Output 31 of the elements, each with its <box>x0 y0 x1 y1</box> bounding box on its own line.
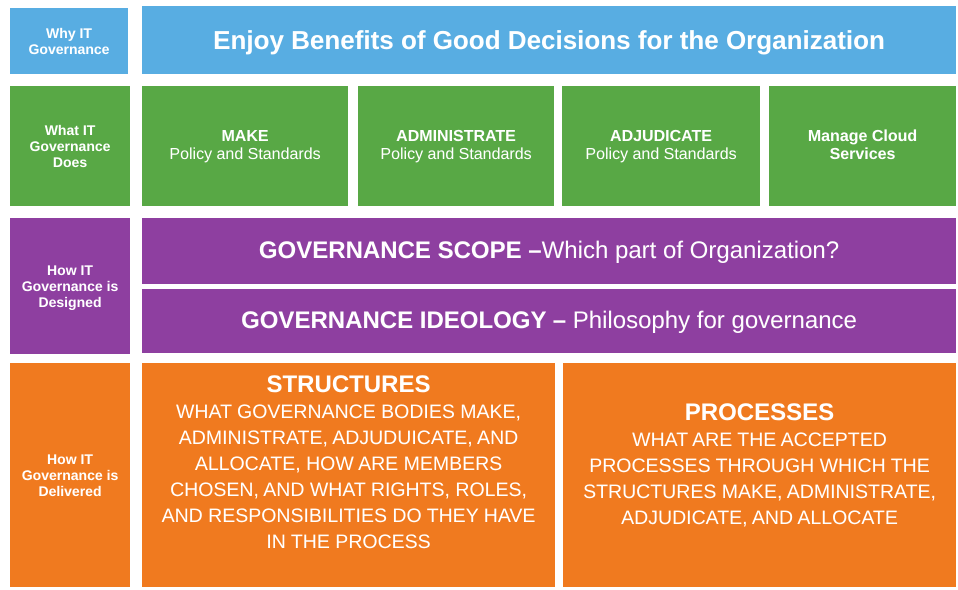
section-heading: PROCESSES <box>684 399 834 427</box>
function-box <box>140 84 350 208</box>
function-heading: ADMINISTRATE <box>395 128 517 146</box>
function-box <box>560 84 762 208</box>
band-text: GOVERNANCE SCOPE –Which part of Organization? <box>258 237 840 265</box>
section-heading: STRUCTURES <box>266 371 430 399</box>
row-label <box>8 6 130 76</box>
section-text: WHAT ARE THE ACCEPTED PROCESSES THROUGH WHICH THE STRUCTURES MAKE, ADMINISTRATE, ADJUDICATE, AND ALLOCATE <box>582 428 937 531</box>
function-heading: ADJUDICATE <box>609 128 713 146</box>
function-heading: MAKE <box>220 128 270 146</box>
function-text: Policy and Standards <box>379 146 533 164</box>
row-heading: How IT Governance is Delivered <box>20 451 120 499</box>
row-label <box>8 361 132 589</box>
design-band <box>140 216 958 286</box>
function-text: Policy and Standards <box>168 146 322 164</box>
row-heading: Why IT Governance <box>28 25 110 57</box>
banner <box>140 4 958 76</box>
delivery-box <box>140 361 557 589</box>
band-text: GOVERNANCE IDEOLOGY – Philosophy for governance <box>241 307 857 335</box>
banner-text: Enjoy Benefits of Good Decisions for the Organization <box>213 24 885 56</box>
function-heading: Manage Cloud Services <box>806 128 918 164</box>
row-label <box>8 84 132 208</box>
delivery-box <box>561 361 958 589</box>
function-text: Policy and Standards <box>584 146 738 164</box>
design-band <box>140 287 958 355</box>
row-heading: How IT Governance is Designed <box>20 262 120 310</box>
row-heading: What IT Governance Does <box>28 122 112 170</box>
section-text: WHAT GOVERNANCE BODIES MAKE, ADMINISTRATE, ADJUDUICATE, AND ALLOCATE, HOW ARE MEMBERS CHOSEN, AND WHAT RIGHTS, ROLES, AND RESPONSIBILITIES DO THEY HAVE IN THE PROCESS <box>160 400 536 555</box>
function-box <box>767 84 958 208</box>
function-box <box>356 84 556 208</box>
row-label <box>8 216 132 356</box>
